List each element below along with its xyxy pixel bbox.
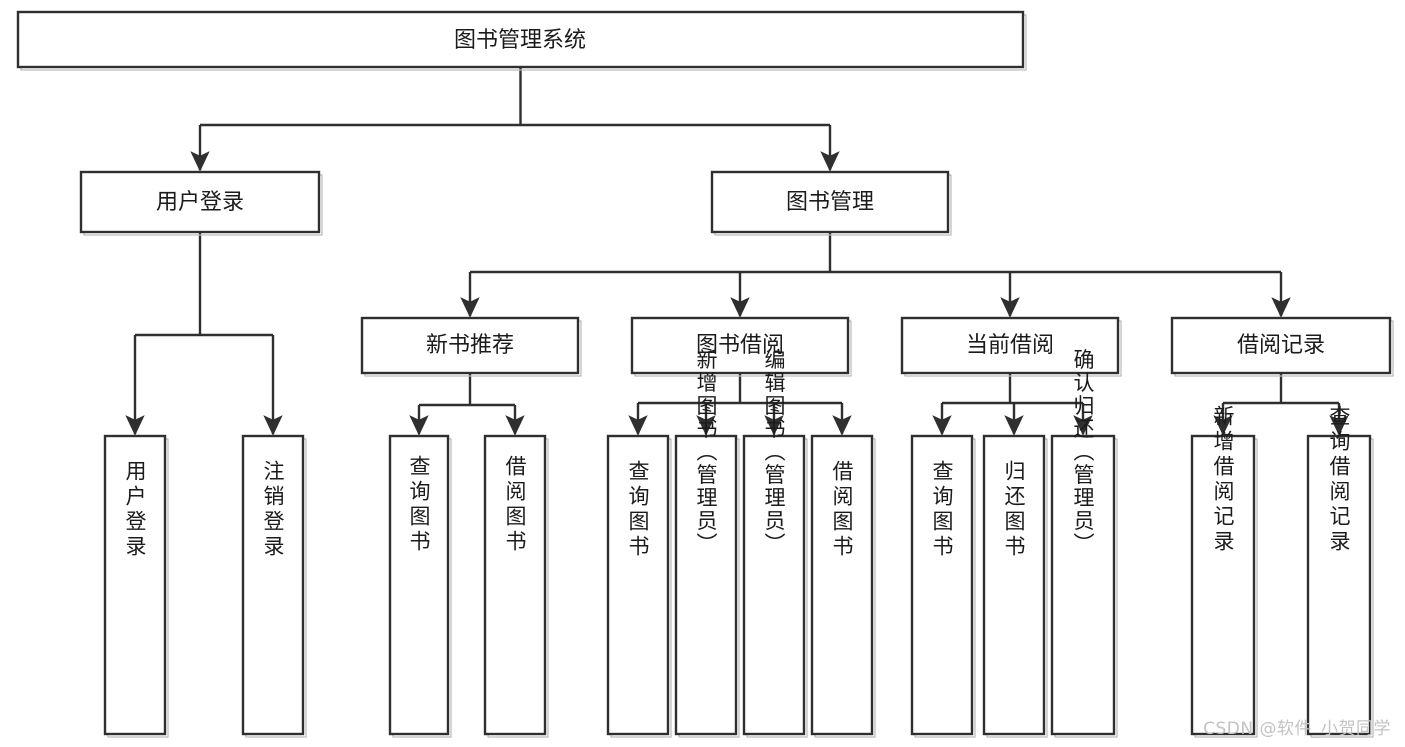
- leaf-leaf-return-book[interactable]: 归还图书: [982, 434, 1048, 738]
- leaf-rec-query-book-label: 查询图书: [407, 455, 431, 555]
- leaf-rec-borrow-book-label: 借阅图书: [503, 455, 527, 555]
- node-user-login-label: 用户登录: [156, 190, 244, 215]
- leaf-leaf-logout[interactable]: 注销登录: [241, 434, 307, 738]
- node-borrow-record-label: 借阅记录: [1237, 333, 1325, 358]
- node-book-borrow-label: 图书借阅: [696, 333, 784, 358]
- leaf-query-borrow-record-label: 查询借阅记录: [1327, 405, 1351, 555]
- node-current-borrow[interactable]: 当前借阅: [900, 316, 1122, 377]
- leaf-logout-label: 注销登录: [261, 460, 285, 560]
- node-book-borrow[interactable]: 图书借阅: [630, 316, 852, 377]
- leaf-leaf-borrow-book[interactable]: 借阅图书: [810, 434, 876, 738]
- node-borrow-record[interactable]: 借阅记录: [1170, 316, 1394, 377]
- node-current-borrow-label: 当前借阅: [966, 333, 1054, 358]
- leaf-confirm-return-admin-label: 确认归还（管理员）: [1071, 349, 1095, 556]
- leaf-leaf-add-book-admin[interactable]: 新增图书（管理员）: [674, 349, 740, 738]
- leaf-leaf-user-login[interactable]: 用户登录: [103, 434, 169, 738]
- leaf-return-book-label: 归还图书: [1002, 460, 1026, 560]
- leaf-leaf-rec-query-book[interactable]: 查询图书: [388, 434, 452, 738]
- leaf-leaf-confirm-return-admin[interactable]: 确认归还（管理员）: [1050, 349, 1118, 738]
- node-root[interactable]: 图书管理系统: [16, 10, 1027, 71]
- leaf-leaf-borrow-query-book[interactable]: 查询图书: [606, 434, 672, 738]
- node-root-label: 图书管理系统: [454, 28, 586, 53]
- leaf-add-book-admin-label: 新增图书（管理员）: [694, 349, 718, 556]
- node-book-manage[interactable]: 图书管理: [710, 170, 952, 236]
- leaf-leaf-add-borrow-record[interactable]: 新增借阅记录: [1190, 405, 1258, 738]
- leaf-cur-query-book-label: 查询图书: [930, 460, 954, 560]
- leaf-user-login-label: 用户登录: [123, 460, 147, 560]
- leaf-add-borrow-record-label: 新增借阅记录: [1211, 405, 1235, 555]
- node-new-book-rec-label: 新书推荐: [426, 333, 514, 358]
- leaf-leaf-rec-borrow-book[interactable]: 借阅图书: [483, 434, 549, 738]
- node-user-login[interactable]: 用户登录: [79, 170, 323, 236]
- connector-layer: [125, 67, 1349, 436]
- leaf-leaf-query-borrow-record[interactable]: 查询借阅记录: [1306, 405, 1374, 738]
- csdn-watermark: CSDN @软件_小贺同学: [1203, 719, 1391, 739]
- leaf-borrow-book-label: 借阅图书: [830, 460, 854, 560]
- leaf-leaf-cur-query-book[interactable]: 查询图书: [910, 434, 976, 738]
- leaf-edit-book-admin-label: 编辑图书（管理员）: [762, 349, 786, 556]
- node-new-book-rec[interactable]: 新书推荐: [360, 316, 582, 377]
- node-book-manage-label: 图书管理: [786, 190, 874, 215]
- leaf-borrow-query-book-label: 查询图书: [626, 460, 650, 560]
- leaf-leaf-edit-book-admin[interactable]: 编辑图书（管理员）: [742, 349, 808, 738]
